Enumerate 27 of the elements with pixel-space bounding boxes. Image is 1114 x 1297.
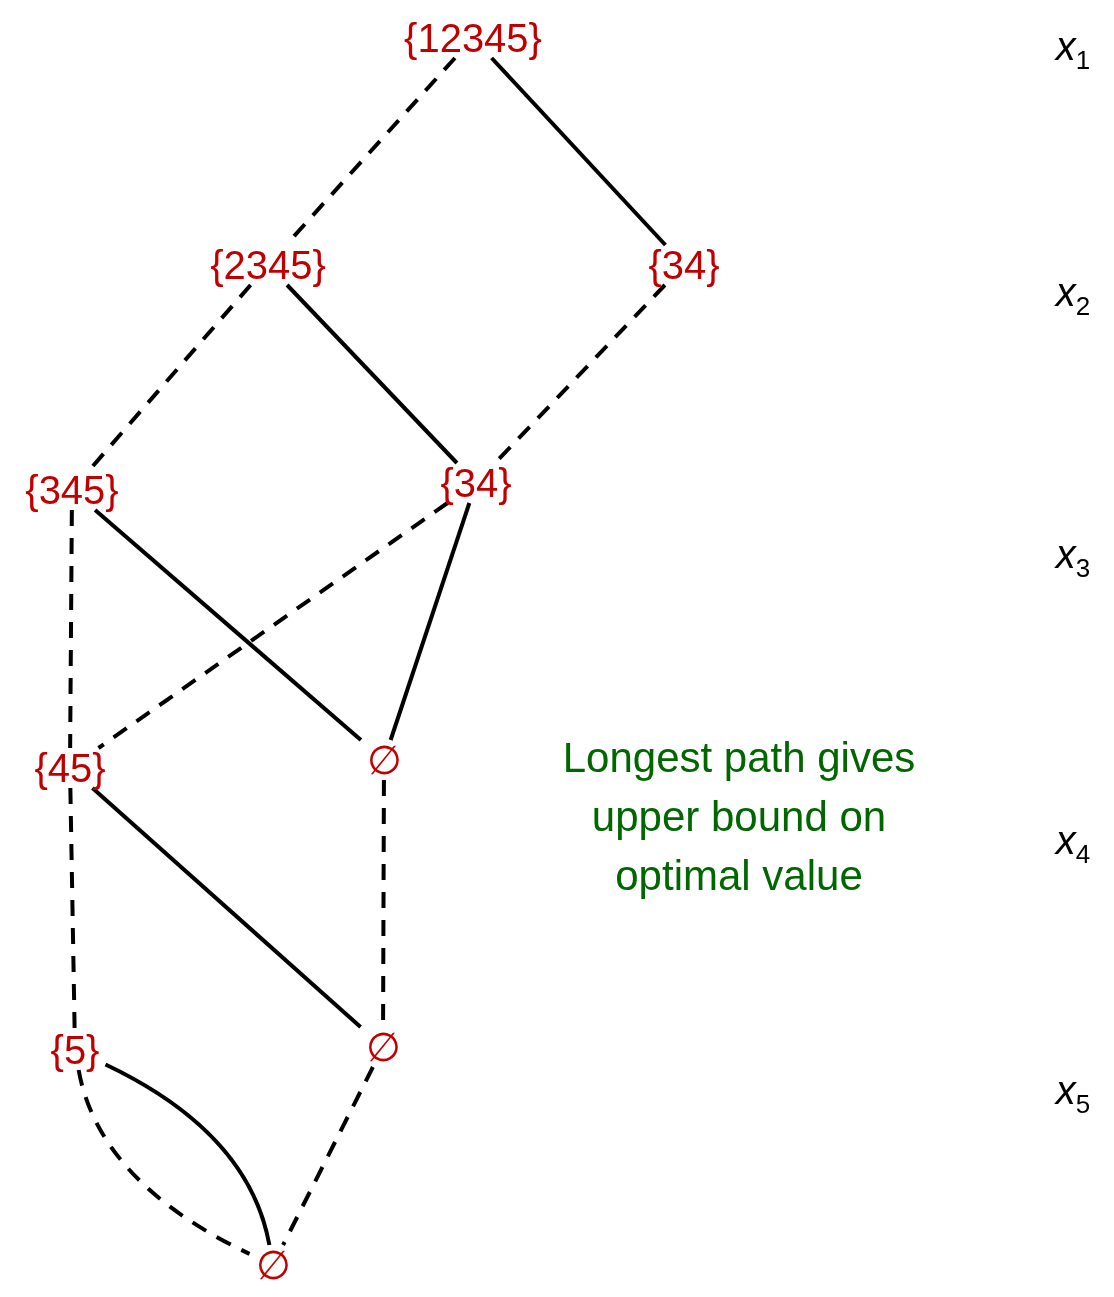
set-label: {345} [19, 464, 125, 516]
variable-label: x$_{3}$ [1053, 530, 1092, 585]
set-label: {34} [642, 239, 726, 291]
connector-line [68, 787, 77, 1031]
connector-line [76, 1069, 251, 1256]
connector-line [104, 1062, 272, 1246]
connector-line [97, 501, 449, 750]
connector-line [281, 1066, 375, 1246]
variable-label: x$_{1}$ [1053, 22, 1092, 77]
connector-line [388, 502, 472, 741]
note-text: Longest path gives upper bound on optimal value [561, 732, 917, 901]
set-label: {12345} [398, 12, 548, 64]
set-label: {2345} [204, 239, 332, 291]
set-label: ∅ [249, 1239, 297, 1291]
connector-line [490, 56, 667, 247]
set-label: {45} [28, 742, 112, 794]
variable-label: x$_{5}$ [1053, 1066, 1092, 1121]
set-label: ∅ [359, 1021, 407, 1073]
set-label: {34} [434, 457, 518, 509]
variable-label: x$_{4}$ [1053, 816, 1092, 871]
connector-line [68, 509, 74, 749]
set-label: ∅ [360, 734, 408, 786]
connector-line [93, 508, 363, 742]
variable-label: x$_{2}$ [1053, 268, 1092, 323]
connector-line [285, 283, 459, 465]
set-label: {5} [44, 1024, 106, 1076]
connector-line [91, 786, 362, 1029]
